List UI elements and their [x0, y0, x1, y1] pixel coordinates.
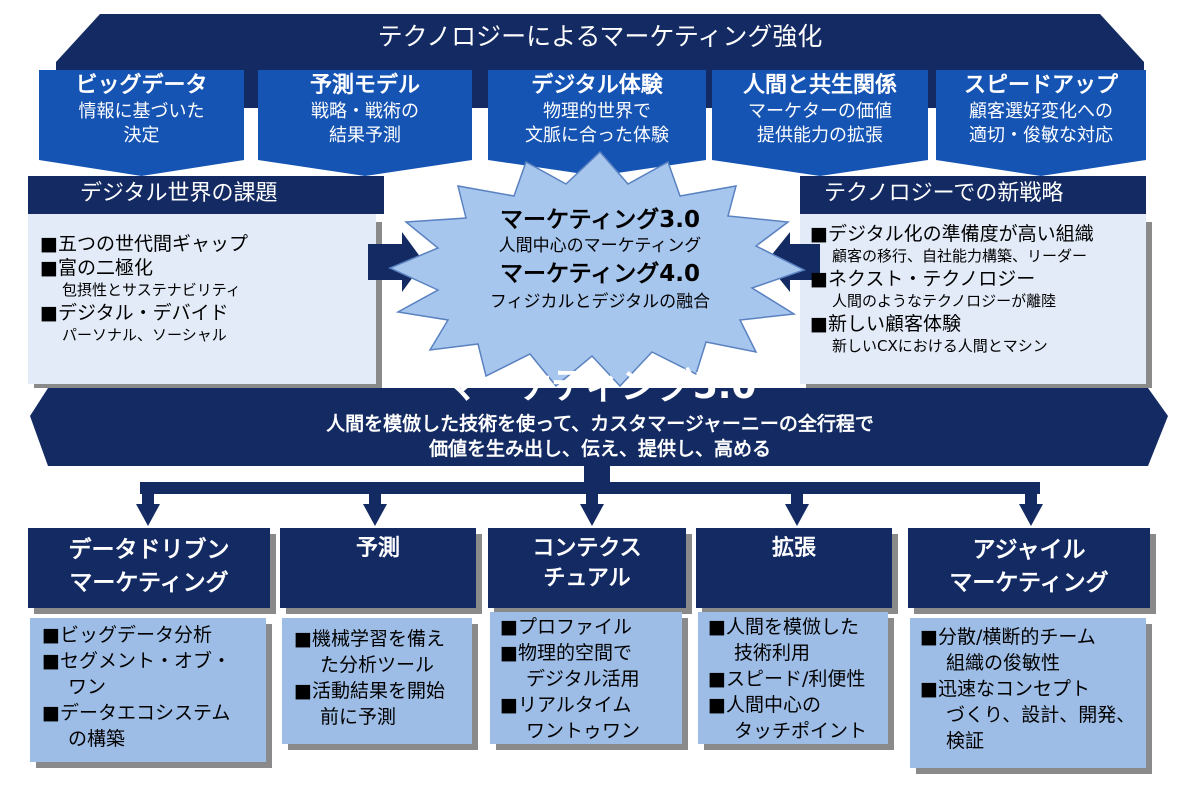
column-list-data-driven: ■ビッグデータ分析 ■セグメント・オブ・ ワン ■データエコシステム の構築: [42, 622, 266, 752]
list-item-continuation: ワントゥワン: [526, 720, 641, 742]
list-item: ■迅速なコンセプト: [920, 678, 1090, 700]
top-box-shapes: [39, 70, 1146, 176]
list-item: ■新しい顧客体験: [810, 313, 961, 335]
list-item: ■セグメント・オブ・: [42, 650, 231, 672]
top-box-line: 結果予測: [329, 125, 401, 146]
list-item: ■ネクスト・テクノロジー: [810, 268, 1036, 290]
top-box-line: 情報に基づいた: [78, 101, 205, 122]
list-item-continuation: 組織の俊敏性: [946, 652, 1061, 674]
top-box-big-data: ビッグデータ 情報に基づいた 決定: [39, 72, 244, 148]
left-panel-list: ■五つの世代間ギャップ ■富の二極化 包摂性とサステナビリティ ■デジタル・デバ…: [40, 232, 376, 346]
list-item: ■人間を模倣した: [708, 616, 859, 638]
right-panel-list: ■デジタル化の準備度が高い組織 顧客の移行、自社能力構築、リーダー ■ネクスト・…: [810, 222, 1146, 357]
list-item: ■機械学習を備え: [294, 628, 445, 650]
list-item: ■分散/横断的チーム: [920, 626, 1096, 648]
list-item: ■プロファイル: [500, 616, 632, 638]
list-item-sub: パーソナル、ソーシャル: [62, 326, 227, 344]
list-item-sub: 顧客の移行、自社能力構築、リーダー: [832, 247, 1088, 265]
top-box-line: 決定: [123, 125, 160, 146]
column-heading-data-driven: データドリブン マーケティング: [68, 537, 230, 596]
list-item: ■データエコシステム: [42, 702, 231, 724]
list-item-continuation: た分析ツール: [320, 654, 435, 676]
list-item: ■活動結果を開始: [294, 680, 445, 702]
top-box-line: 提供能力の拡張: [757, 125, 883, 146]
top-box-prediction-model: 予測モデル 戦略・戦術の 結果予測: [258, 72, 472, 148]
list-item: ■人間中心の: [708, 694, 821, 716]
top-banner-title: テクノロジーによるマーケティング強化: [377, 22, 823, 51]
marketing-3-title: マーケティング3.0: [500, 207, 700, 233]
top-box-heading: スピードアップ: [963, 73, 1118, 98]
list-item: ■デジタル・デバイド: [40, 302, 229, 324]
list-item-sub: 包摂性とサステナビリティ: [62, 281, 241, 299]
marketing-5-title: マーケティング5.0: [443, 366, 757, 407]
column-heading-contextual: コンテクス チュアル: [532, 536, 642, 591]
list-item-sub: 新しいCXにおける人間とマシン: [832, 337, 1048, 355]
list-item: ■スピード/利便性: [708, 668, 866, 690]
top-box-line: 適切・俊敏な対応: [969, 125, 1113, 146]
list-item-continuation: 技術利用: [734, 642, 811, 664]
top-box-line: 顧客選好変化への: [969, 101, 1113, 122]
bottom-column-shapes: [28, 528, 1156, 774]
top-box-heading: 人間と共生関係: [742, 73, 897, 98]
connector-arrows: [136, 466, 1043, 526]
top-box-line: 物理的世界で: [543, 101, 651, 122]
list-item-continuation: の構築: [68, 728, 126, 750]
top-box-speed-up: スピードアップ 顧客選好変化への 適切・俊敏な対応: [936, 72, 1146, 148]
column-heading-prediction: 予測: [355, 536, 400, 561]
column-heading-augmented: 拡張: [771, 536, 816, 561]
list-item-continuation: ワン: [68, 676, 107, 698]
list-item: ■リアルタイム: [500, 694, 632, 716]
burst-shape: [388, 150, 806, 388]
marketing-4-title: マーケティング4.0: [500, 261, 700, 287]
list-item-continuation: づくり、設計、開発、: [946, 704, 1136, 726]
top-box-heading: デジタル体験: [531, 73, 663, 98]
central-band-shape: [30, 388, 1168, 466]
top-box-line: 文脈に合った体験: [525, 125, 669, 146]
top-box-human-symbiosis: 人間と共生関係 マーケターの価値 提供能力の拡張: [712, 72, 928, 148]
list-item-continuation: デジタル活用: [526, 668, 640, 690]
list-item-continuation: タッチポイント: [734, 720, 868, 742]
top-box-digital-experience: デジタル体験 物理的世界で 文脈に合った体験: [488, 72, 706, 148]
list-item-sub: 人間のようなテクノロジーが離陸: [832, 292, 1057, 310]
marketing-5-description: 人間を模倣した技術を使って、カスタマージャーニーの全行程で 価値を生み出し、伝え…: [100, 412, 1100, 462]
column-heading-agile: アジャイル マーケティング: [949, 537, 1109, 596]
list-item-continuation: 前に予測: [320, 706, 397, 728]
column-list-agile: ■分散/横断的チーム 組織の俊敏性 ■迅速なコンセプト づくり、設計、開発、 検…: [920, 624, 1146, 754]
column-list-contextual: ■プロファイル ■物理的空間で デジタル活用 ■リアルタイム ワントゥワン: [500, 614, 682, 744]
list-item: ■五つの世代間ギャップ: [40, 233, 248, 255]
marketing-3-subtitle: 人間中心のマーケティング: [498, 236, 702, 256]
top-box-heading: ビッグデータ: [75, 73, 208, 98]
list-item: ■ビッグデータ分析: [42, 624, 212, 646]
list-item: ■富の二極化: [40, 257, 153, 279]
list-item: ■デジタル化の準備度が高い組織: [810, 223, 1094, 245]
column-list-augmented: ■人間を模倣した 技術利用 ■スピード/利便性 ■人間中心の タッチポイント: [708, 614, 888, 744]
top-box-heading: 予測モデル: [309, 73, 420, 98]
description-line: 人間を模倣した技術を使って、カスタマージャーニーの全行程で: [326, 413, 874, 435]
column-list-prediction: ■機械学習を備え た分析ツール ■活動結果を開始 前に予測: [294, 626, 472, 730]
top-box-line: マーケターの価値: [748, 101, 892, 122]
right-panel-title: テクノロジーでの新戦略: [824, 181, 1064, 206]
list-item: ■物理的空間で: [500, 642, 632, 664]
marketing-4-subtitle: フィジカルとデジタルの融合: [489, 292, 711, 312]
burst-text: マーケティング3.0 人間中心のマーケティング マーケティング4.0 フィジカル…: [440, 206, 760, 314]
left-panel-title: デジタル世界の課題: [80, 181, 278, 206]
top-box-line: 戦略・戦術の: [311, 101, 419, 122]
list-item-continuation: 検証: [946, 730, 985, 752]
description-line: 価値を生み出し、伝え、提供し、高める: [428, 438, 771, 460]
